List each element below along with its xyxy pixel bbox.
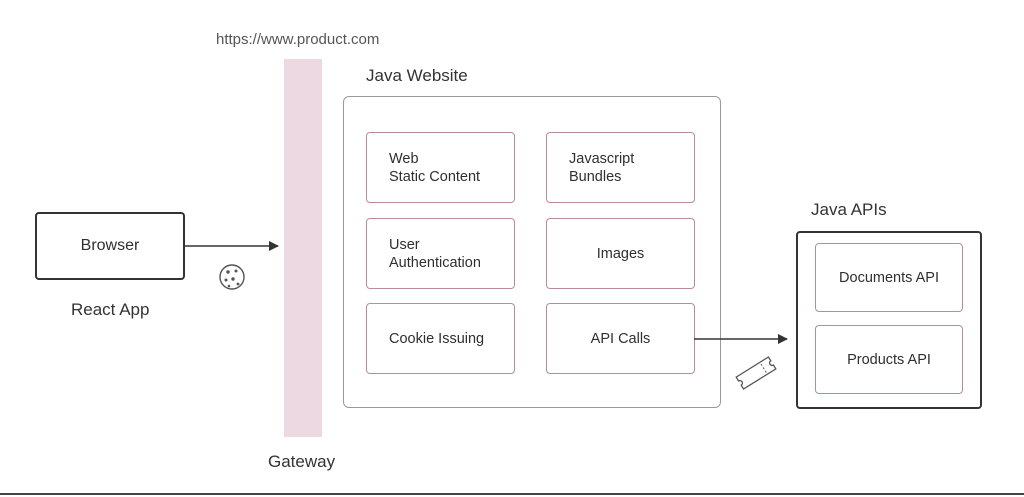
card-images: Images (546, 218, 695, 289)
gateway-label: Gateway (268, 452, 336, 471)
browser-box: Browser (35, 212, 185, 280)
api-label: Documents API (839, 269, 939, 286)
documents-api-card: Documents API (815, 243, 963, 312)
card-label: API Calls (590, 330, 651, 347)
java-apis-box (796, 231, 982, 409)
bottom-border (0, 493, 1024, 495)
card-label: Images (596, 245, 645, 262)
card-label: Cookie Issuing (389, 330, 485, 347)
card-line: Web (389, 150, 419, 167)
card-web-static-content: Web Static Content (366, 132, 515, 203)
card-line: Javascript (569, 150, 635, 167)
card-line: Bundles (569, 168, 622, 185)
java-apis-title: Java APIs (811, 200, 887, 219)
card-javascript-bundles: Javascript Bundles (546, 132, 695, 203)
card-cookie-issuing: Cookie Issuing (366, 303, 515, 374)
products-api-card: Products API (815, 325, 963, 394)
browser-label: Browser (80, 237, 140, 254)
api-label: Products API (847, 351, 931, 368)
react-app-label: React App (71, 300, 150, 319)
card-line: Authentication (389, 254, 481, 271)
card-user-authentication: User Authentication (366, 218, 515, 289)
card-line: Static Content (389, 168, 481, 185)
gateway-url: https://www.product.com (216, 31, 380, 48)
card-line: User (389, 236, 420, 253)
gateway-bar (284, 59, 322, 437)
ticket-icon (735, 356, 777, 390)
cookie-icon (219, 264, 245, 290)
java-website-box (343, 96, 721, 408)
java-website-title: Java Website (366, 66, 468, 85)
